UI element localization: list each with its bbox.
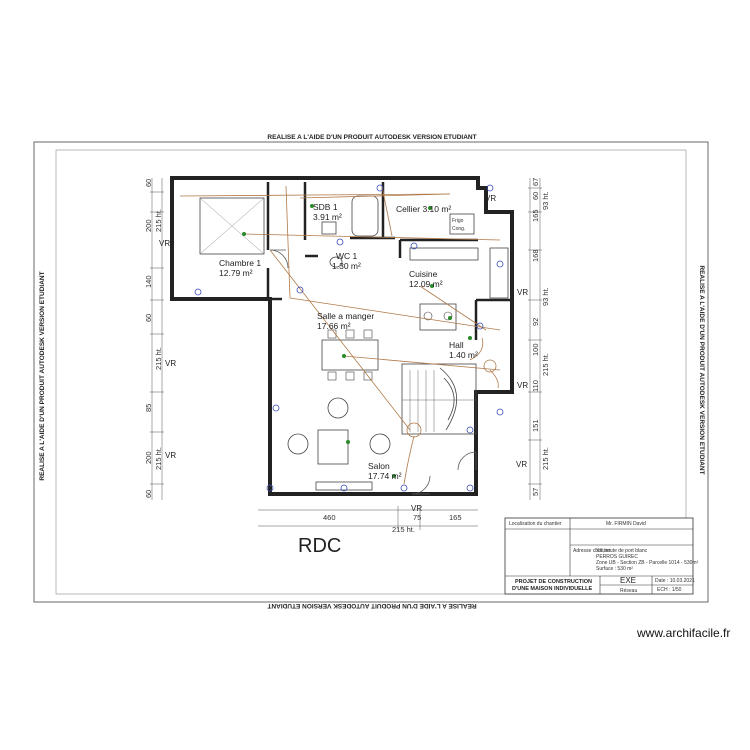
electrical-symbols (242, 204, 472, 478)
inner-frame (55, 149, 687, 595)
dim-right: 151 (531, 419, 540, 432)
dim-left: 215 ht. (154, 209, 163, 232)
coffee-table (317, 429, 349, 465)
dim-bottom-460: 460 (323, 513, 336, 522)
dim-right: 67 (531, 178, 540, 186)
freezer-label: Cong. (452, 226, 465, 232)
fridge-box (449, 213, 475, 235)
armchair-1 (327, 397, 349, 419)
fridge-label: Frigo (452, 218, 464, 224)
dim-left: 215 ht. (154, 447, 163, 470)
dim-left: 200 (144, 219, 153, 232)
tb-project-line1: PROJET DE CONSTRUCTION (515, 579, 592, 585)
interior-walls (266, 182, 510, 340)
bathtub (351, 195, 379, 237)
watermark-right: REALISE A L'AIDE D'UN PRODUIT AUTODESK V… (698, 265, 705, 474)
dim-left: 60 (144, 314, 153, 322)
room-salle-area: 17.66 m² (317, 321, 351, 331)
dim-bottom-75: 75 (413, 513, 421, 522)
tb-date: Date : 10.03.2021 (655, 578, 695, 584)
dining-table (321, 339, 379, 371)
dim-left: 140 (144, 275, 153, 288)
vr-label: VR (517, 288, 528, 297)
room-hall-area: 1.40 m² (449, 350, 478, 360)
tb-phase: EXE (620, 576, 636, 585)
socket-symbols (194, 184, 504, 492)
vr-label: VR (159, 239, 170, 248)
title-block (504, 517, 694, 595)
electrical-wiring (179, 185, 501, 485)
tv-unit (315, 481, 373, 491)
watermark-left: REALISE A L'AIDE D'UN PRODUIT AUTODESK V… (39, 271, 46, 480)
dim-left: 85 (144, 404, 153, 412)
vr-label: VR (517, 381, 528, 390)
vr-label: VR (516, 460, 527, 469)
toilet (329, 256, 343, 268)
level-title: RDC (298, 535, 341, 557)
tb-address-line3: Zone UB - Section ZB - Parcelle 1014 - 5… (596, 560, 699, 566)
door-entry (411, 475, 431, 495)
dim-right: 168 (531, 249, 540, 262)
room-sdb-name: SDB 1 (313, 202, 338, 212)
vr-label: VR (165, 451, 176, 460)
tb-phase-sub: Réseau (620, 588, 637, 594)
vr-label: VR (165, 359, 176, 368)
room-wc-name: WC 1 (336, 251, 358, 261)
dim-right: 93 ht. (541, 191, 550, 210)
room-chambre-name: Chambre 1 (219, 258, 261, 268)
dim-right: 110 (531, 380, 540, 392)
room-sdb-area: 3.91 m² (313, 212, 342, 222)
archifacile-credit[interactable]: www.archifacile.fr (637, 626, 731, 640)
dim-left: 60 (144, 490, 153, 498)
watermark-top: REALISE A L'AIDE D'UN PRODUIT AUTODESK V… (267, 134, 476, 141)
room-cellier: Cellier 3.10 m² (396, 204, 451, 214)
vr-label: VR (411, 504, 422, 513)
tb-project-line2: D'UNE MAISON INDIVIDUELLE (512, 586, 592, 592)
dim-right: 215 ht. (541, 447, 550, 470)
dim-right: 57 (531, 488, 540, 496)
kitchen-counter (409, 247, 479, 261)
kitchen-counter-side (489, 247, 509, 299)
bed (199, 197, 265, 255)
room-cuisine-name: Cuisine (409, 269, 438, 279)
room-chambre-area: 12.79 m² (219, 268, 253, 278)
dim-right: 93 ht. (541, 287, 550, 306)
tb-address-label: Adresse chantier (573, 548, 611, 554)
dim-right: 60 (531, 192, 540, 200)
dim-bottom-165: 165 (449, 513, 462, 522)
dim-bottom-215: 215 ht. (392, 525, 415, 534)
dim-left: 215 ht. (154, 347, 163, 370)
dim-left: 200 (144, 451, 153, 464)
door-chambre (269, 249, 289, 269)
armchair-3 (369, 433, 391, 455)
tb-owner: Mr. FIRMIN David (606, 521, 646, 527)
dim-right: 165 (531, 209, 540, 222)
dim-right: 100 (531, 343, 540, 356)
dim-left: 60 (144, 179, 153, 187)
tb-scale: ECH : 1/50 (657, 587, 682, 593)
watermark-bottom: REALISE A L'AIDE D'UN PRODUIT AUTODESK V… (267, 602, 476, 609)
room-cuisine-area: 12.09 m² (409, 279, 443, 289)
staircase (401, 363, 477, 435)
armchair-2 (287, 433, 309, 455)
dimension-lines (150, 178, 542, 530)
dim-right: 215 ht. (541, 353, 550, 376)
room-hall-name: Hall (449, 340, 464, 350)
tb-address-line2: PERROS GUIREC (596, 554, 638, 560)
tb-address-line1: XX, route de port blanc (596, 548, 648, 554)
room-salon-area: 17.74 m² (368, 471, 402, 481)
vr-label: VR (485, 194, 496, 203)
room-salle-name: Salle a manger (317, 311, 374, 321)
tb-localisation-label: Localisation du chantier (509, 521, 562, 527)
room-wc-area: 1.30 m² (332, 261, 361, 271)
kitchen-table (419, 303, 457, 331)
door-salon-side (457, 451, 477, 471)
dim-right: 92 (531, 318, 540, 326)
sink-sdb (321, 221, 337, 235)
room-salon-name: Salon (368, 461, 390, 471)
tb-address-line4: Surface : 530 m² (596, 566, 633, 572)
outer-frame (33, 141, 709, 603)
